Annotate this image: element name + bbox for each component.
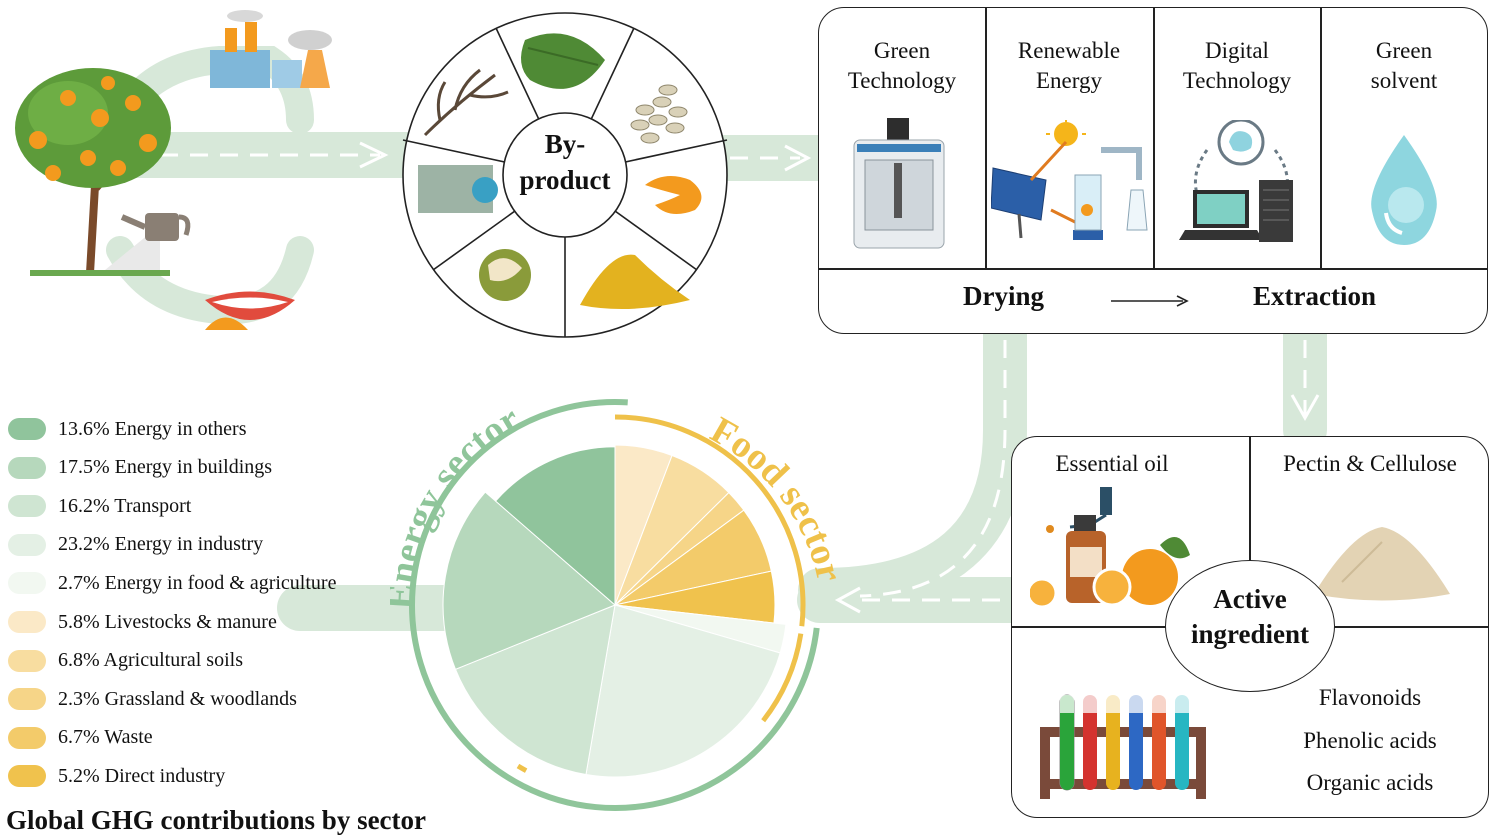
orange-tree-icon (15, 68, 171, 276)
ghg-pie-chart: Energy sector Food sector (390, 398, 850, 811)
essential-oil-bottle-icon (1030, 487, 1190, 609)
food-sector-ring-segment (761, 633, 804, 723)
compound-phenolic-acids: Phenolic acids (1303, 728, 1437, 753)
powder-pile-icon (580, 254, 690, 309)
legend-item: 5.8% Livestocks & manure (8, 609, 277, 635)
pectin-powder-icon (1314, 527, 1450, 601)
pie-slices (442, 444, 787, 778)
legend-item: 6.7% Waste (8, 725, 153, 751)
pie-slice (442, 491, 616, 670)
pie-slice (454, 604, 616, 776)
legend-item: 5.2% Direct industry (8, 763, 225, 789)
branches-icon (423, 68, 509, 137)
legend-item: 6.8% Agricultural soils (8, 648, 243, 674)
essential-oil-title: Essential oil (1055, 451, 1169, 476)
legend-swatch (8, 572, 46, 595)
compound-organic-acids: Organic acids (1306, 770, 1434, 795)
legend-item: 16.2% Transport (8, 493, 191, 519)
legend-item: 23.2% Energy in industry (8, 532, 263, 558)
ultrasonic-device-icon (853, 118, 945, 249)
arrow-right-icon (1111, 295, 1189, 307)
solar-panel-icon (991, 120, 1148, 240)
process-step-extraction: Extraction (1253, 281, 1376, 311)
byproduct-label-line2: product (519, 165, 611, 195)
legend-label: 2.3% Grassland & woodlands (58, 687, 297, 710)
legend-label: 23.2% Energy in industry (58, 533, 264, 556)
ai-computer-icon (1179, 120, 1293, 242)
watering-can-icon (105, 213, 191, 270)
legend-label: 5.8% Livestocks & manure (58, 610, 277, 633)
chart-title: Global GHG contributions by sector (6, 805, 427, 835)
food-sector-ring (614, 414, 806, 627)
pomace-icon (418, 165, 498, 213)
energy-sector-ring (409, 399, 820, 811)
active-ingredient-label: Active ingredient (1190, 584, 1309, 649)
legend-swatch (8, 495, 46, 518)
legend-label: 6.7% Waste (58, 726, 153, 749)
active-ingredient-panel: Essential oil Pectin & Cellulose (1011, 436, 1489, 818)
leaf-icon (521, 33, 605, 89)
byproduct-wheel (402, 12, 728, 338)
legend-swatch (8, 418, 46, 440)
legend-swatch (8, 649, 46, 672)
legend-label: 2.7% Energy in food & agriculture (58, 571, 337, 594)
legend-item: 2.3% Grassland & woodlands (8, 686, 297, 712)
sector-rings (409, 399, 820, 811)
legend-swatch (8, 726, 46, 749)
legend-swatch (8, 688, 46, 711)
legend-swatch (8, 533, 46, 556)
pectin-cellulose-title: Pectin & Cellulose (1283, 451, 1457, 476)
legend-label: 16.2% Transport (58, 494, 192, 517)
legend-item: 2.7% Energy in food & agriculture (8, 570, 336, 596)
legend-item: 13.6% Energy in others (8, 416, 247, 442)
legend-label: 13.6% Energy in others (58, 417, 247, 440)
seeds-icon (630, 84, 688, 144)
legend-swatch (8, 765, 46, 788)
food-sector-ring-tick (516, 763, 528, 773)
orange-peel-icon (645, 176, 702, 214)
legend-swatch (8, 611, 46, 633)
citrus-fruit-icon (479, 249, 531, 301)
compound-flavonoids: Flavonoids (1318, 685, 1422, 710)
test-tubes-icon (1040, 694, 1206, 799)
pie-slice (585, 604, 781, 778)
legend-label: 17.5% Energy in buildings (58, 456, 273, 479)
pie-slice (494, 446, 616, 607)
byproduct-label: By- product (503, 126, 627, 198)
legend-item: 17.5% Energy in buildings (8, 455, 272, 481)
factory-icon (210, 10, 332, 88)
active-ingredient-circle (1165, 560, 1335, 692)
water-drop-icon (1371, 135, 1437, 245)
process-step-drying: Drying (963, 281, 1044, 311)
legend-swatch (8, 456, 46, 479)
legend-label: 5.2% Direct industry (58, 764, 226, 787)
byproduct-label-line1: By- (544, 129, 586, 159)
mouth-orange-icon (205, 291, 295, 330)
legend-label: 6.8% Agricultural soils (58, 649, 243, 672)
